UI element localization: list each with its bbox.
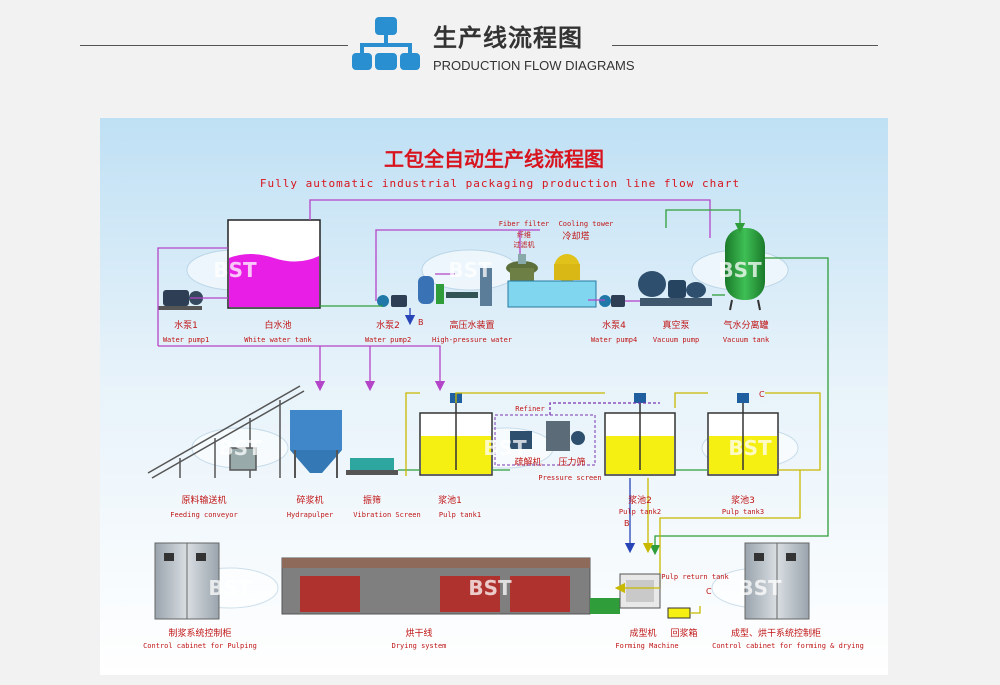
feeding-conveyor: [147, 385, 305, 479]
label-ccf-en: Control cabinet for forming & drying: [712, 642, 864, 650]
label-form-cn: 成型机: [629, 627, 656, 639]
label-hpw-en: High-pressure water: [432, 336, 512, 344]
label-mark-b-top: B: [418, 318, 424, 327]
cooling-tower: [554, 254, 580, 282]
label-pt2-en: Pulp tank2: [619, 508, 661, 516]
label-mark-c-top: C: [759, 390, 765, 399]
flow-diagram: 工包全自动生产线流程图 Fully automatic industrial p…: [100, 118, 888, 675]
label-pt3-en: Pulp tank3: [722, 508, 764, 516]
vacuum-separation-tank: [725, 228, 765, 311]
watermark-text-4: BST: [218, 436, 262, 460]
row1-pipes: [157, 199, 829, 556]
fiber-filter: [506, 254, 538, 284]
label-vpump-cn: 真空泵: [662, 319, 689, 331]
high-pressure-water-unit: [418, 268, 492, 306]
watermark-text-1: BST: [213, 258, 257, 282]
label-wtank-cn: 白水池: [264, 319, 291, 331]
pulp-return-tank: [667, 607, 691, 619]
row3-pipes: [614, 582, 701, 614]
label-pt1-en: Pulp tank1: [439, 511, 481, 519]
label-form-en: Forming Machine: [615, 642, 678, 650]
watermark-text-8: BST: [468, 576, 512, 600]
label-ccp-cn: 制浆系统控制柜: [168, 627, 231, 639]
water-pump-2: [377, 295, 407, 307]
label-fiber-cn1: 纤维: [517, 230, 531, 239]
label-pt1-cn: 浆池1: [438, 494, 462, 506]
watermark-text-3: BST: [718, 258, 762, 282]
label-mark-c-bottom: C: [706, 587, 712, 596]
forming-machine: [619, 573, 661, 609]
label-dry-cn: 烘干线: [405, 627, 432, 639]
label-cooling-cn: 冷却塔: [562, 230, 589, 242]
label-hpw-cn: 高压水装置: [449, 319, 494, 331]
label-ps-cn: 压力筛: [558, 456, 585, 468]
label-fiber-en: Fiber filter: [499, 220, 550, 228]
label-refiner-cn: 疏解机: [514, 456, 541, 468]
label-vtank-cn: 气水分离罐: [723, 319, 768, 331]
vibration-screen: [346, 458, 398, 475]
label-pump1-en: Water pump1: [163, 336, 209, 344]
control-cabinet-pulping: [154, 542, 220, 620]
label-pt2-cn: 浆池2: [628, 494, 652, 506]
label-wtank-en: White water tank: [244, 336, 312, 344]
water-basin: [507, 280, 597, 308]
sitemap-icon: [352, 17, 420, 70]
pulp-tank-3: [707, 393, 779, 476]
pulp-tank-1: [419, 393, 493, 476]
vacuum-pump: [638, 271, 712, 306]
watermark-text-9: BST: [738, 576, 782, 600]
label-vib-cn: 振筛: [363, 494, 381, 506]
label-ret-cn: 回浆箱: [670, 627, 697, 639]
label-pump2-cn: 水泵2: [376, 319, 400, 331]
label-pump4-cn: 水泵4: [602, 319, 626, 331]
label-vib-en: Vibration Screen: [353, 511, 420, 519]
watermark-text-2: BST: [448, 258, 492, 282]
label-feed-en: Feeding conveyor: [170, 511, 237, 519]
label-feed-cn: 原料输送机: [181, 494, 226, 506]
drying-system: [281, 557, 620, 615]
label-vpump-en: Vacuum pump: [653, 336, 699, 344]
row2-pipes: [398, 392, 821, 588]
diagram-title-en: Fully automatic industrial packaging pro…: [260, 177, 740, 190]
label-pump2-en: Water pump2: [365, 336, 411, 344]
header-rule-right: [612, 45, 878, 46]
page-subtitle: PRODUCTION FLOW DIAGRAMS: [433, 58, 635, 73]
label-ps-en: Pressure screen: [538, 474, 601, 482]
watermark-text-6: BST: [728, 436, 772, 460]
pulp-tank-2: [604, 393, 676, 476]
label-hydra-cn: 碎浆机: [296, 494, 323, 506]
label-vtank-en: Vacuum tank: [723, 336, 770, 344]
label-ccp-en: Control cabinet for Pulping: [143, 642, 257, 650]
label-hydra-en: Hydrapulper: [287, 511, 333, 519]
water-pump-4: [599, 295, 625, 307]
label-pump1-cn: 水泵1: [174, 319, 198, 331]
label-mark-b-mid: B: [624, 519, 630, 528]
water-pump-1: [158, 290, 203, 310]
label-pt3-cn: 浆池3: [731, 494, 755, 506]
label-ccf-cn: 成型、烘干系统控制柜: [731, 627, 821, 639]
label-dry-en: Drying system: [392, 642, 447, 650]
header-rule-left: [80, 45, 348, 46]
label-cooling-en: Cooling tower: [559, 220, 614, 228]
white-water-tank: [227, 219, 321, 309]
hydrapulper: [290, 410, 342, 478]
label-ret-en: Pulp return tank: [661, 573, 729, 581]
page-title: 生产线流程图: [433, 24, 583, 52]
label-fiber-cn2: 过滤机: [514, 240, 535, 249]
refiner-pressure-screen-unit: [494, 414, 596, 466]
label-pump4-en: Water pump4: [591, 336, 637, 344]
watermark-text-5: BST: [483, 436, 527, 460]
diagram-title-cn: 工包全自动生产线流程图: [384, 147, 604, 171]
label-refiner-en: Refiner: [515, 405, 545, 413]
control-cabinet-forming-drying: [744, 542, 810, 620]
watermark-text-7: BST: [208, 576, 252, 600]
